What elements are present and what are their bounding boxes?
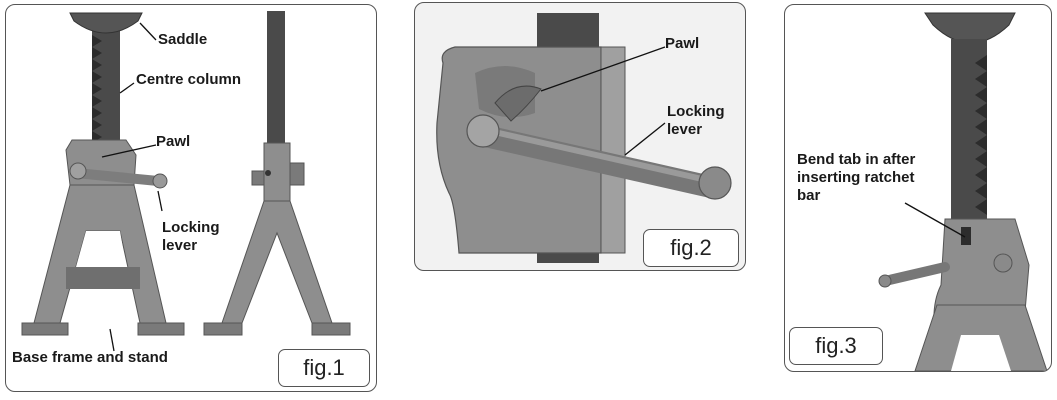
centre-column-label: Centre column [136, 71, 242, 88]
base-frame-label: Base frame and stand [12, 349, 168, 366]
figure-3-panel: Bend tab in after inserting ratchet bar … [784, 4, 1052, 372]
pawl-label: Pawl [156, 133, 191, 150]
saddle-label: Saddle [158, 31, 208, 48]
figure-2-panel: Pawl Locking lever fig.2 [414, 2, 746, 271]
locking-lever-label-fig2: Locking lever [667, 103, 725, 138]
front-jack-stand [21, 12, 185, 336]
figure-1-caption: fig.1 [278, 349, 370, 387]
leader-lines [101, 22, 163, 352]
jack-stand-illustration [21, 11, 351, 352]
ratchet-tab-illustration [878, 12, 1048, 371]
figure-1-panel: Saddle Centre column Pawl Locking lever … [5, 4, 377, 392]
side-jack-stand [203, 11, 351, 336]
locking-lever-label: Locking lever [162, 219, 220, 254]
figure-2-caption: fig.2 [643, 229, 739, 267]
bend-tab-label: Bend tab in after inserting ratchet bar [797, 151, 916, 204]
figure-3-caption: fig.3 [789, 327, 883, 365]
pawl-closeup-illustration [436, 13, 732, 263]
pawl-label-fig2: Pawl [665, 35, 700, 52]
